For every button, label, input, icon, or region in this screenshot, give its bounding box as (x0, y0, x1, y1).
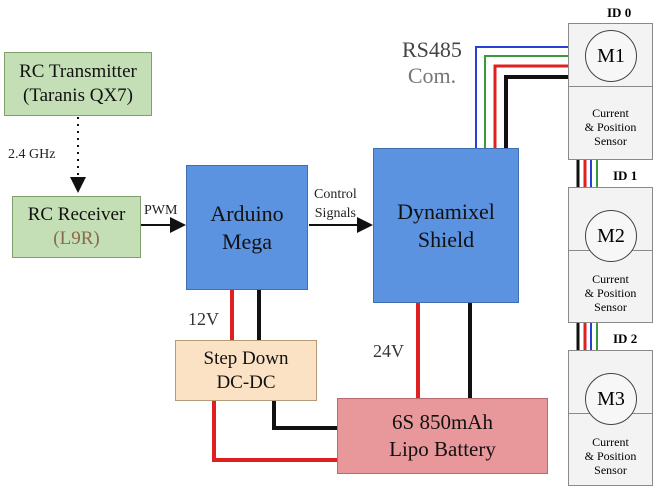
motor-m1-icon: M1 (585, 30, 637, 82)
battery-type-label: Lipo Battery (389, 437, 496, 461)
12v-label: 12V (188, 309, 219, 329)
motor-m3-icon: M3 (585, 373, 637, 425)
rc-transmitter-label: RC Transmitter (19, 61, 137, 82)
daisy-chain-2 (576, 323, 598, 350)
dynamixel-label: Dynamixel (397, 198, 495, 224)
sensor-line-3: Sensor (594, 463, 627, 477)
sensor-line-3: Sensor (594, 134, 627, 148)
motor-m2-housing: M2 (569, 188, 652, 262)
pwm-label: PWM (144, 203, 178, 218)
rs485-black-wire (504, 75, 568, 148)
motor-m2-icon: M2 (585, 210, 637, 262)
rs485-line: RS485 (402, 37, 462, 62)
motor-m1-name: M1 (597, 44, 625, 67)
sensor-line-1: Current (592, 435, 629, 449)
sensor-line-1: Current (592, 106, 629, 120)
frequency-label: 2.4 GHz (8, 147, 56, 162)
motor-m1-housing: M1 (569, 24, 652, 87)
rc-transmitter-block: RC Transmitter (Taranis QX7) (4, 52, 152, 116)
control-signals-label: Control Signals (314, 185, 357, 223)
rs485-blue-wire (475, 46, 568, 148)
wire-dcdc-red (212, 401, 337, 462)
motor-m3-sensor: Current & Position Sensor (569, 433, 652, 479)
dcdc-label: DC-DC (216, 371, 276, 393)
daisy-chain-1 (576, 160, 598, 187)
step-down-label: Step Down (203, 347, 289, 369)
rs485-label: RS485 Com. (402, 37, 462, 89)
24v-label: 24V (373, 341, 404, 361)
motor-id-label-0: ID 0 (607, 5, 632, 20)
dynamixel-shield-label: Shield (417, 226, 475, 252)
wire-dcdc-black (272, 401, 337, 430)
sensor-line-2: & Position (584, 449, 637, 463)
motor-id-label-1: ID 1 (613, 168, 638, 183)
rc-transmitter-model: (Taranis QX7) (23, 85, 133, 106)
arduino-mega-block: Arduino Mega (186, 165, 308, 290)
rc-receiver-model: (L9R) (53, 228, 100, 249)
rc-receiver-block: RC Receiver (L9R) (12, 196, 141, 258)
rs485-green-wire (484, 55, 568, 148)
step-down-block: Step Down DC-DC (175, 340, 317, 401)
motor-m1: M1 Current & Position Sensor (568, 23, 653, 160)
battery-capacity-label: 6S 850mAh (392, 410, 493, 434)
motor-m2-name: M2 (597, 224, 625, 247)
dynamixel-shield-block: Dynamixel Shield (373, 148, 519, 303)
motor-m1-sensor: Current & Position Sensor (569, 104, 652, 150)
sensor-line-2: & Position (584, 120, 637, 134)
arduino-label: Arduino (210, 200, 284, 226)
control-line: Control (314, 187, 357, 202)
rs485-red-wire (493, 64, 568, 148)
motor-m2: M2 Current & Position Sensor (568, 187, 653, 323)
rc-receiver-label: RC Receiver (27, 204, 126, 225)
sensor-line-2: & Position (584, 286, 637, 300)
signals-line: Signals (314, 206, 356, 221)
motor-m3-name: M3 (597, 387, 625, 410)
sensor-line-3: Sensor (594, 300, 627, 314)
motor-id-label-2: ID 2 (613, 331, 638, 346)
motor-m3: M3 Current & Position Sensor (568, 350, 653, 486)
lipo-battery-block: 6S 850mAh Lipo Battery (337, 398, 548, 474)
com-line: Com. (407, 63, 457, 88)
sensor-line-1: Current (592, 272, 629, 286)
motor-m3-housing: M3 (569, 351, 652, 425)
motor-m2-sensor: Current & Position Sensor (569, 270, 652, 316)
arduino-model: Mega (221, 228, 273, 254)
